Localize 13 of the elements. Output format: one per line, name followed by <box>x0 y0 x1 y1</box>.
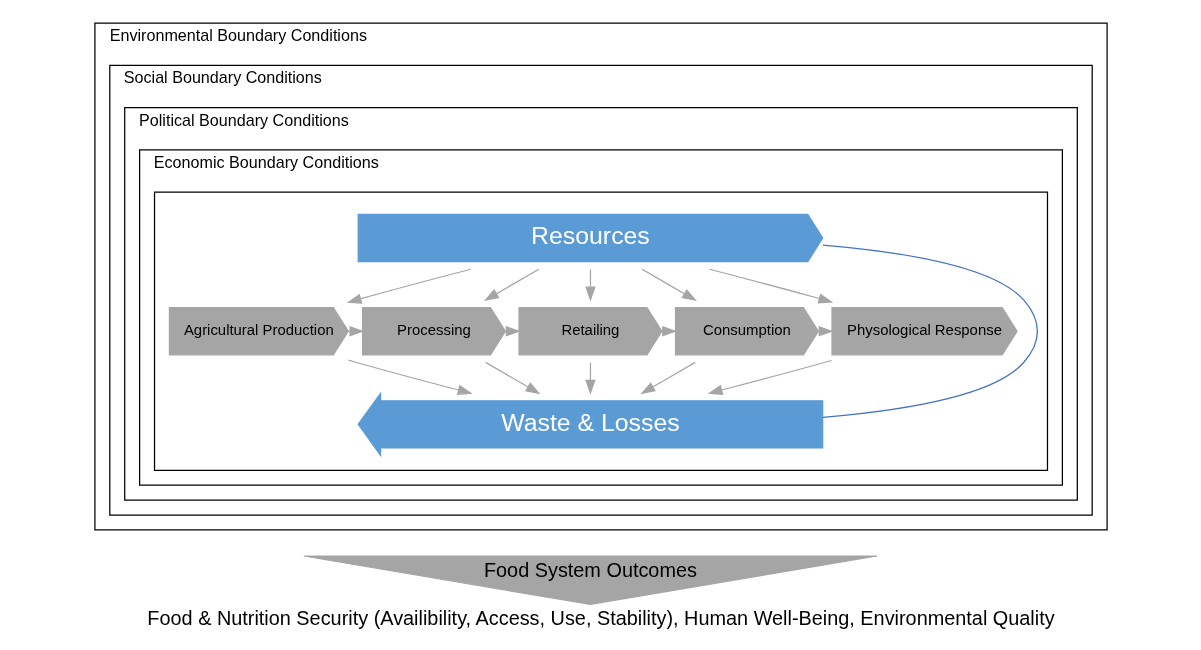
arrow <box>505 326 521 337</box>
arrow <box>708 268 833 304</box>
arrow <box>639 361 696 395</box>
arrow <box>346 268 471 304</box>
cluster <box>153 191 1048 471</box>
arrow <box>641 268 697 301</box>
arrow <box>347 359 473 395</box>
arrow <box>818 326 834 337</box>
arrow <box>707 359 832 395</box>
connector <box>821 244 1038 418</box>
caption: Food & Nutrition Security (Availibility, Access, Use, Stability), Human Well-Being, Environmental Quality <box>146 607 1055 630</box>
arrow <box>484 361 540 395</box>
arrow <box>483 268 539 301</box>
